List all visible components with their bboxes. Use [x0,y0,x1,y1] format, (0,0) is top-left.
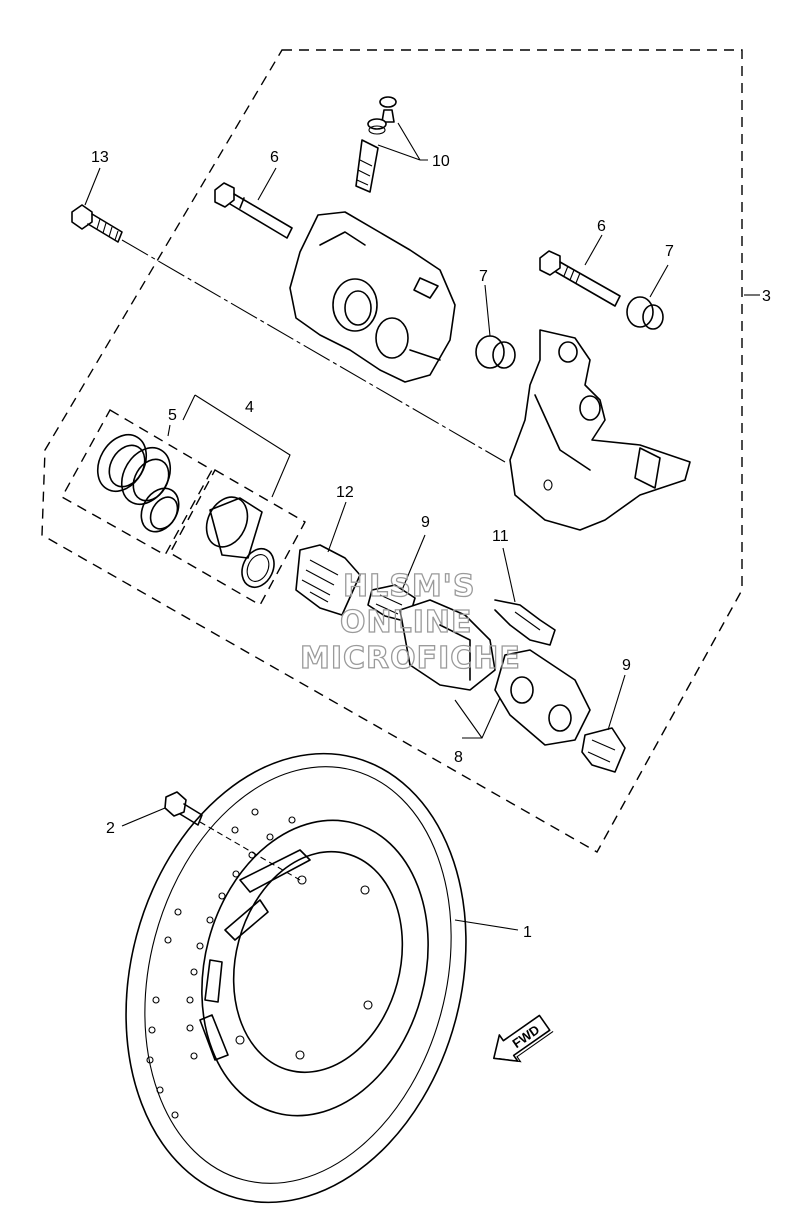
callout-7-right: 7 [665,243,674,260]
shim-part-12 [295,544,361,616]
piston-part-4 [205,496,275,589]
piston-kit-box [169,469,306,606]
leader-2 [121,807,166,827]
caliper-assembly-boundary [41,49,743,853]
caliper-body [289,211,456,383]
leader-10 [502,547,516,603]
callout-12: 12 [336,484,354,501]
callout-7-left: 7 [479,268,488,285]
bolt-part-13 [71,204,123,243]
callout-5: 5 [168,407,177,424]
callout-8: 8 [454,749,463,766]
leader-12 [327,501,347,553]
leader-6b [584,234,603,266]
watermark: HLSM'S ONLINE MICROFICHE [299,568,521,676]
callout-4: 4 [245,399,254,416]
bleed-screw-part-11 [355,96,397,193]
callout-13: 13 [91,149,109,166]
callout-10: 11 [492,528,509,545]
callout-9-upper: 9 [421,514,430,531]
callout-2: 2 [106,820,115,837]
leader-1 [454,919,519,931]
watermark-line-1: HLSM'S [343,569,475,604]
seals-part-5 [96,433,180,533]
boot-part-7-left [475,335,516,369]
callout-6-right: 6 [597,218,606,235]
boot-part-7-right [626,296,664,330]
pin-bolt-part-6-upper [214,182,293,239]
leader-9a [401,534,426,591]
callout-1: 1 [523,924,532,941]
seal-kit-box [61,409,213,556]
pin-bolt-part-6-right [539,250,621,307]
brake-pads-part-8 [399,599,591,746]
pad-spring-part-9-lower [581,727,626,773]
watermark-line-3: MICROFICHE [300,641,521,676]
clip-part-10 [494,599,556,646]
leader-4 [182,394,291,498]
axis-line-2 [199,821,301,881]
leader-7b [649,264,669,298]
leader-13 [84,167,101,206]
caliper-bracket [509,329,691,531]
leader-9b [607,674,626,731]
watermark-line-2: ONLINE [340,605,473,640]
leader-5 [167,424,171,437]
disc-vent-holes [146,808,296,1119]
leader-7a [484,284,491,337]
leader-6a [257,167,277,201]
callout-3: 3 [762,288,771,305]
leader-11 [377,122,428,161]
callout-9-lower: 9 [622,657,631,674]
brake-disc-part-1 [125,752,467,1204]
fwd-arrow-icon: FWD [492,1014,554,1063]
axis-line-13 [121,239,506,463]
callout-11: 10 [432,153,450,170]
callout-6-upper: 6 [270,149,279,166]
leader-8 [454,697,501,739]
